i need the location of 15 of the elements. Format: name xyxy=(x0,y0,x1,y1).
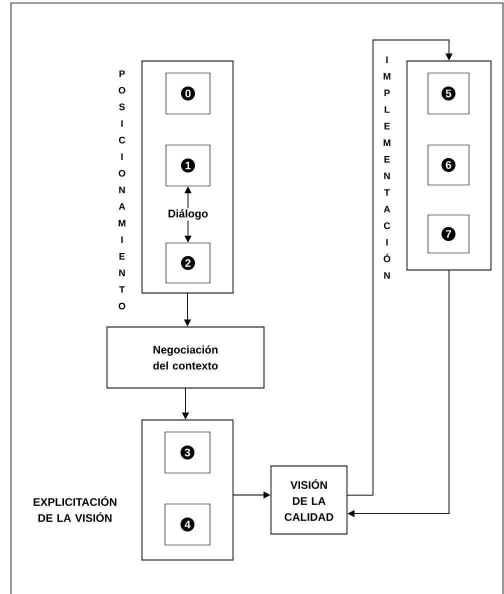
arrow xyxy=(347,40,453,496)
step-box: 0 xyxy=(166,72,210,114)
node-label: POSICIONAMIENTO xyxy=(118,70,126,310)
step-box: 6 xyxy=(428,144,470,186)
process-box: VISIÓN DE LA CALIDAD xyxy=(270,466,348,534)
edge-label: Diálogo xyxy=(166,208,210,221)
step-box: 4 xyxy=(164,504,210,546)
process-box: Negociación del contexto xyxy=(106,326,264,388)
step-box: 2 xyxy=(166,242,210,284)
step-box: 3 xyxy=(164,432,210,474)
node-label: IMPLEMENTACIÓN xyxy=(384,56,390,279)
step-box: 5 xyxy=(428,72,470,114)
step-box: 1 xyxy=(166,144,210,186)
node-label: EXPLICITACIÓN DE LA VISIÓN xyxy=(34,496,116,522)
step-box: 7 xyxy=(428,214,470,254)
